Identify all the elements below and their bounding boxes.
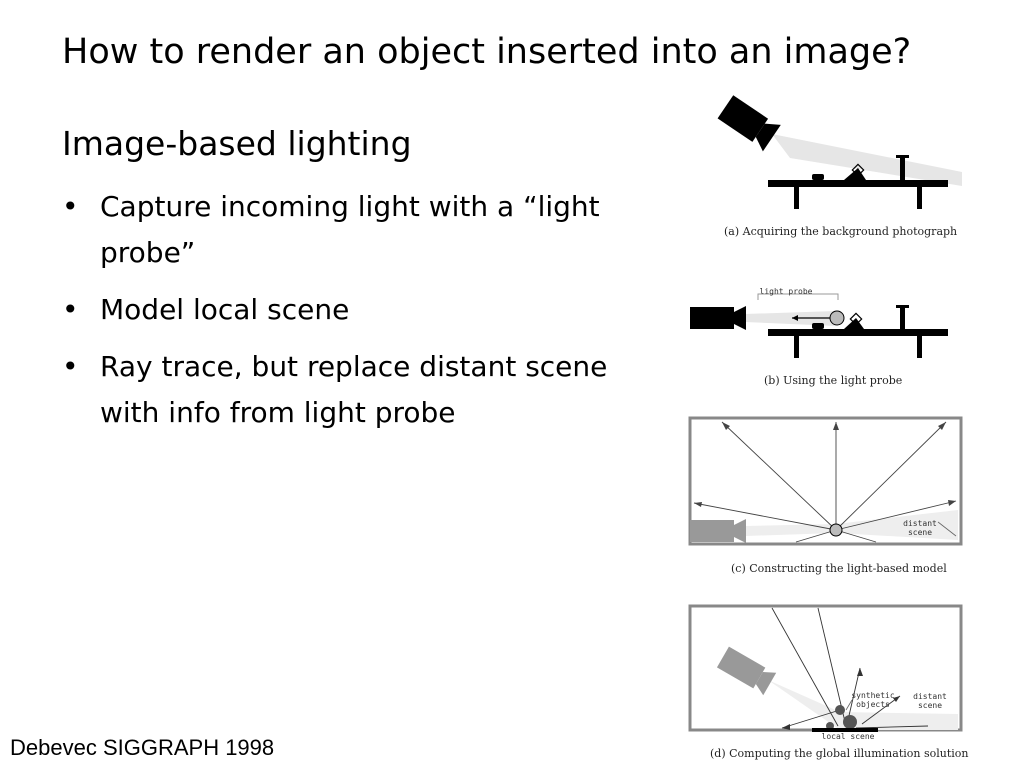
scene-object xyxy=(812,174,824,180)
panel-d-caption: (d) Computing the global illumination so… xyxy=(710,747,969,760)
label-leader xyxy=(937,521,957,537)
lamp-icon xyxy=(900,306,905,329)
bullet-dot: • xyxy=(62,190,79,223)
lamp-icon xyxy=(896,155,909,158)
camera-icon xyxy=(690,519,746,543)
citation: Debevec SIGGRAPH 1998 xyxy=(10,735,275,760)
camera-light-cone xyxy=(772,134,962,186)
ray-arrowheads xyxy=(782,668,900,730)
bullet-text: Model local scene xyxy=(100,293,350,326)
bullet-text: Ray trace, but replace distant scene wit… xyxy=(100,350,608,429)
bullet-item: • Model local scene xyxy=(62,287,642,333)
synthetic-objects-label: synthetic objects xyxy=(851,691,895,709)
table-leg xyxy=(794,187,799,209)
table-leg xyxy=(917,336,922,358)
bullet-list: • Capture incoming light with a “light p… xyxy=(62,184,642,447)
radiance-rays xyxy=(693,421,957,543)
light-probe-label: light probe xyxy=(759,287,813,296)
slide-subheading: Image-based lighting xyxy=(62,124,412,163)
panel-a-diagram xyxy=(717,95,962,209)
light-probe-sphere xyxy=(829,310,845,326)
scene-object xyxy=(851,163,865,177)
camera-icon xyxy=(717,95,781,152)
label-leader xyxy=(845,699,853,711)
table-leg xyxy=(794,336,799,358)
panel-a-caption: (a) Acquiring the background photograph xyxy=(724,225,958,238)
scene-object xyxy=(844,168,866,180)
synthetic-object xyxy=(843,715,857,729)
bullet-item: • Capture incoming light with a “light p… xyxy=(62,184,642,276)
local-scene-label: local scene xyxy=(821,732,875,741)
distant-scene-label: distant scene xyxy=(913,692,947,710)
arrow-head xyxy=(792,315,798,321)
panel-b-diagram xyxy=(690,293,948,358)
table-top xyxy=(768,329,948,336)
scene-object xyxy=(849,312,863,326)
bullet-item: • Ray trace, but replace distant scene w… xyxy=(62,344,642,436)
distant-scene-label: distant scene xyxy=(903,519,937,537)
bullet-dot: • xyxy=(62,293,79,326)
slide-title: How to render an object inserted into an… xyxy=(62,32,912,72)
camera-light-cone xyxy=(746,510,958,540)
panel-d-diagram xyxy=(688,604,963,732)
scene-object xyxy=(812,323,824,329)
lamp-icon xyxy=(900,156,905,180)
light-probe-sphere xyxy=(829,523,843,537)
local-scene-surface xyxy=(812,728,878,732)
panel-c-caption: (c) Constructing the light-based model xyxy=(731,562,947,575)
panel-b-caption: (b) Using the light probe xyxy=(764,374,903,387)
probe-bracket xyxy=(757,293,839,300)
camera-icon xyxy=(690,306,746,330)
ray-arrowheads xyxy=(694,422,956,507)
camera-light-cone xyxy=(768,680,958,730)
synthetic-object xyxy=(835,705,845,715)
bullet-text: Capture incoming light with a “light pro… xyxy=(100,190,600,269)
table-leg xyxy=(917,187,922,209)
panel-c-diagram xyxy=(688,416,963,546)
lamp-icon xyxy=(896,305,909,308)
table-top xyxy=(768,180,948,187)
camera-icon xyxy=(716,646,777,696)
camera-light-cone xyxy=(745,311,836,326)
bullet-dot: • xyxy=(62,350,79,383)
